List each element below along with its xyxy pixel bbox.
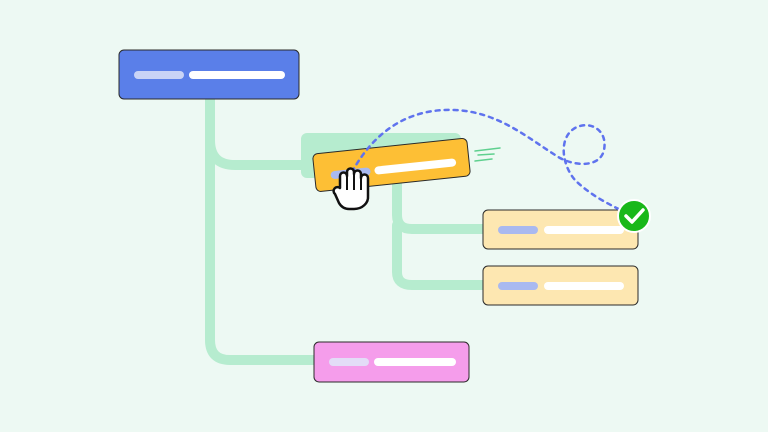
grab-hand-icon xyxy=(332,167,370,211)
text-pill xyxy=(374,158,457,175)
root-node[interactable] xyxy=(118,49,300,100)
connector-root-to-placeholder xyxy=(205,135,310,170)
motion-lines xyxy=(474,147,501,162)
child-node-1[interactable] xyxy=(482,209,639,250)
check-circle-icon xyxy=(617,199,651,233)
pink-node[interactable] xyxy=(313,341,470,383)
drag-path xyxy=(350,108,627,214)
connector-placeholder-to-child-2 xyxy=(392,220,489,290)
connectors xyxy=(205,94,489,365)
child-node-2[interactable] xyxy=(482,265,639,306)
connector-root-to-pink xyxy=(205,94,320,365)
